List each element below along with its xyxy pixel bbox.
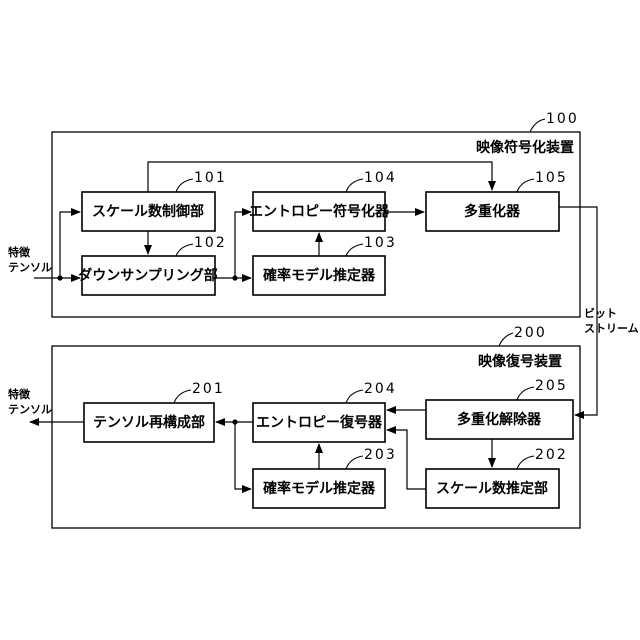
block-203-leader	[346, 456, 363, 469]
block-202-label: スケール数推定部	[436, 480, 548, 497]
block-203-label: 確率モデル推定器	[263, 480, 376, 497]
block-101-ref: 101	[194, 170, 227, 186]
block-202-ref: 202	[535, 447, 568, 463]
block-201-label: テンソル再構成部	[93, 414, 205, 431]
block-204-label: エントロピー復号器	[256, 414, 383, 431]
block-101-leader	[176, 179, 193, 192]
block-205-label: 多重化解除器	[457, 411, 542, 428]
input-label-line2: テンソル	[8, 261, 52, 274]
block-102-ref: 102	[194, 235, 227, 251]
block-101-label: スケール数制御部	[92, 203, 204, 220]
encoder-ref: 100	[546, 111, 579, 127]
block-202-leader	[517, 456, 534, 469]
wire-input-to-101	[60, 212, 80, 278]
block-204-ref: 204	[364, 381, 397, 397]
block-103-label: 確率モデル推定器	[263, 267, 376, 284]
block-203-ref: 203	[364, 447, 397, 463]
decoder-ref: 200	[514, 325, 547, 341]
block-205-ref: 205	[535, 378, 568, 394]
block-104-label: エントロピー符号化器	[249, 203, 390, 220]
block-105-ref: 105	[535, 170, 568, 186]
block-104-ref: 104	[364, 170, 397, 186]
decoder-title: 映像復号装置	[478, 353, 562, 370]
block-205-leader	[517, 387, 534, 400]
block-103-leader	[346, 244, 363, 256]
block-103-ref: 103	[364, 235, 397, 251]
wire-204-to-203	[235, 422, 251, 489]
output-label-line2: テンソル	[8, 403, 52, 416]
decoder-leader	[499, 333, 513, 346]
input-label-line1: 特徴	[8, 245, 31, 259]
bitstream-label-line1: ビット	[584, 306, 617, 320]
block-201-leader	[174, 390, 191, 403]
output-label-line1: 特徴	[8, 387, 31, 401]
encoder-leader	[530, 119, 545, 132]
block-204-leader	[346, 390, 363, 403]
block-102-label: ダウンサンプリング部	[78, 267, 218, 284]
block-201-ref: 201	[192, 381, 225, 397]
encoder-title: 映像符号化装置	[476, 139, 574, 156]
block-105-leader	[517, 179, 534, 192]
block-105-label: 多重化器	[464, 203, 521, 220]
block-104-leader	[346, 179, 363, 192]
bitstream-label-line2: ストリーム	[584, 322, 639, 335]
block-102-leader	[176, 244, 193, 256]
wire-102-to-104	[235, 212, 251, 278]
